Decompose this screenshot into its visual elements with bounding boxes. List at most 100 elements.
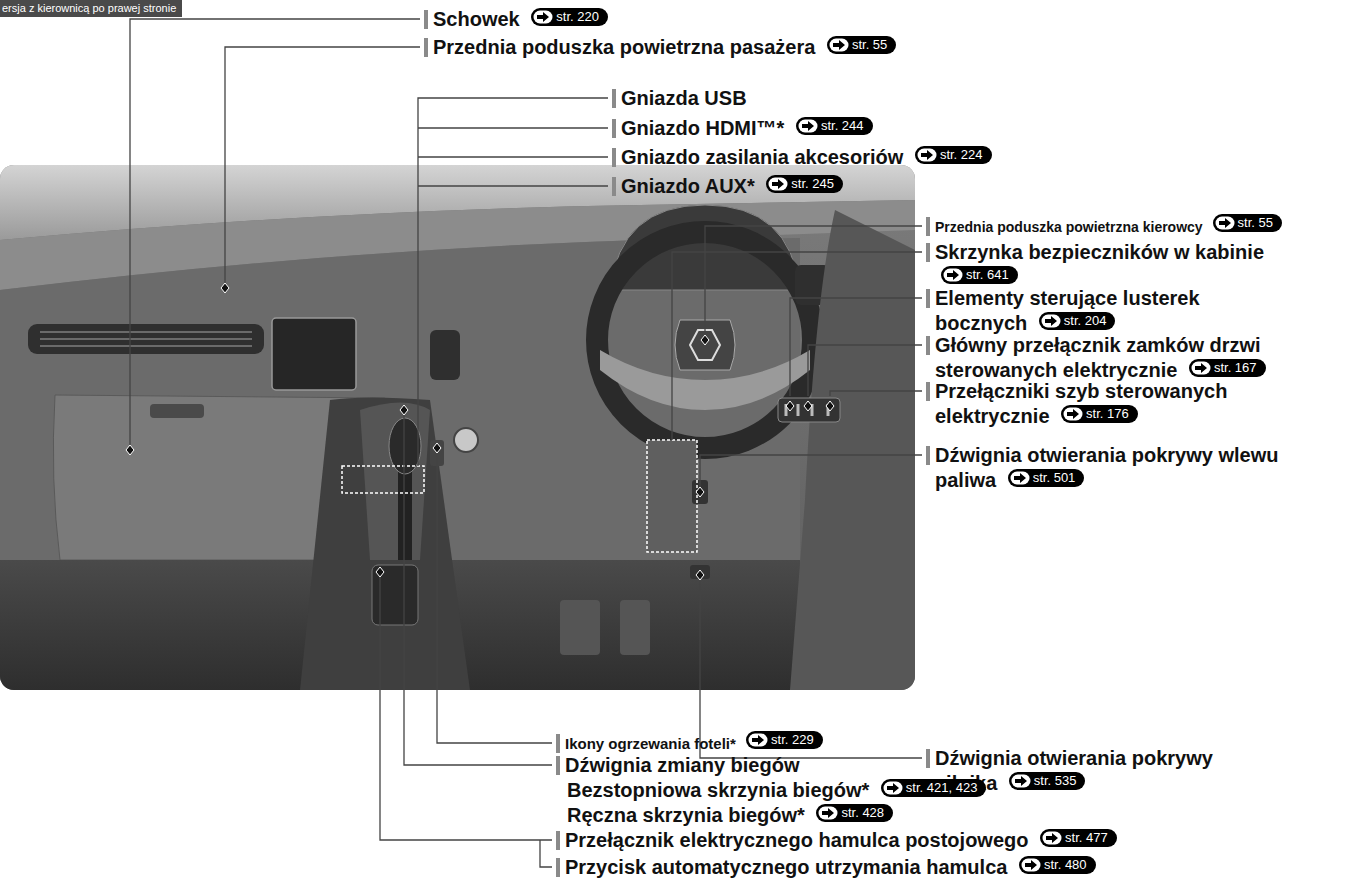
page-number: str. 535 [1034,772,1077,790]
arrow-shape [833,40,845,50]
leader-dot [826,401,834,411]
page-number: str. 428 [841,804,884,822]
arrow-ground [798,119,817,132]
callout-bar [926,749,930,768]
arrow-ground [829,38,848,51]
arrow-shape [887,783,899,793]
leader-dot [126,445,134,455]
page-arrow-icon [943,268,963,282]
page-number: str. 167 [1214,359,1257,377]
page-number: str. 641 [966,266,1009,284]
leader-line [130,19,420,448]
page-number: str. 176 [1086,405,1129,423]
arrow-ground [1041,314,1060,327]
page-number: str. 55 [852,36,887,54]
page-reference: str. 480 [1019,856,1096,874]
page-number: str. 224 [940,146,983,164]
callout: Ręczna skrzynia biegów* str. 428 [567,803,893,828]
leader-dot [804,401,812,411]
callout: Elementy sterujące lusterek bocznych str… [935,286,1265,336]
door-panel [790,210,915,690]
callout: Przednia poduszka powietrzna pasażera st… [433,35,896,60]
callout-bar [926,243,930,262]
page-arrow-icon [768,177,788,191]
callout-bar [926,217,930,236]
callout-bar [556,734,560,753]
page-reference: str. 428 [816,804,893,822]
page-arrow-icon [829,38,849,52]
page-number: str. 229 [771,731,814,749]
callout-label: Gniazdo zasilania akcesoriów [621,146,903,168]
arrow-shape [802,121,814,131]
leader-lines [130,19,922,867]
callout-bar [612,119,616,138]
arrow-shape [772,179,784,189]
page-number: str. 55 [1238,214,1273,232]
leader-dot [376,567,384,577]
arrow-shape [921,150,933,160]
leader-dots [126,283,834,580]
arrow-ground [1191,361,1210,374]
callout-label: Dźwignia otwierania pokrywy wlewu paliwa [935,444,1278,491]
pedal [560,600,600,655]
gear-shaft [398,460,412,560]
callout-bar [926,336,930,355]
arrow-shape [1015,776,1027,786]
callout-label: Przełącznik elektrycznego hamulca postoj… [565,829,1028,851]
page-arrow-icon [1021,858,1041,872]
leader-line [700,455,922,490]
callout: Dźwignia otwierania pokrywy silnika str.… [935,746,1280,796]
center-screen [272,318,356,390]
arrow-ground [1021,858,1040,871]
callout: Bezstopniowa skrzynia biegów* str. 421, … [567,778,986,803]
page-reference: str. 55 [827,36,896,54]
pedal [620,600,650,655]
fuse-box-cover [647,440,697,552]
page-number: str. 244 [821,117,864,135]
glovebox-handle [150,404,204,418]
start-button [454,428,478,452]
callout-bar [612,89,616,108]
arrow-shape [1219,218,1231,228]
callout-label: Ręczna skrzynia biegów* [567,804,805,826]
leader-line [790,298,922,396]
arrow-ground [749,733,768,746]
callout: Dźwignia otwierania pokrywy wlewu paliwa… [935,443,1280,493]
callout: Dźwignia zmiany biegów [565,753,799,778]
callout: Gniazdo AUX* str. 245 [621,174,843,199]
page-reference: str. 220 [531,8,608,26]
arrow-shape [752,735,764,745]
page-arrow-icon [798,119,818,133]
page-arrow-icon [533,10,553,24]
page-number: str. 477 [1065,829,1108,847]
arrow-shape [947,270,959,280]
page-number: str. 204 [1064,312,1107,330]
callout-bar [556,858,560,877]
leader-dot [696,570,704,580]
callout: Gniazda USB [621,86,747,111]
window-switches [778,398,840,422]
leader-dot [701,335,709,345]
leader-dot [221,283,229,293]
callout-label: Ikony ogrzewania foteli* [565,735,736,752]
page-arrow-icon [748,733,768,747]
callout-label: Dźwignia zmiany biegów [565,754,799,776]
callout: Przycisk automatycznego utrzymania hamul… [565,855,1096,880]
arrow-ground [883,781,902,794]
callout-label: Gniazdo HDMI™* [621,117,784,139]
callout-bar [926,289,930,308]
arrow-shape [537,12,549,22]
arrow-shape [1014,473,1026,483]
leader-line [418,98,608,466]
callout-bar [424,10,428,29]
callout-label: Przednia poduszka powietrzna kierowcy [935,219,1203,235]
leader-line [672,252,922,440]
version-tag: ersja z kierownicą po prawej stronie [0,0,182,17]
leader-line [700,577,922,758]
leader-line [705,226,922,338]
leader-line [225,47,420,286]
page-number: str. 421, 423 [906,779,978,797]
page-arrow-icon [1010,471,1030,485]
page-reference: str. 167 [1189,359,1266,377]
callout-label: Gniazdo AUX* [621,175,755,197]
